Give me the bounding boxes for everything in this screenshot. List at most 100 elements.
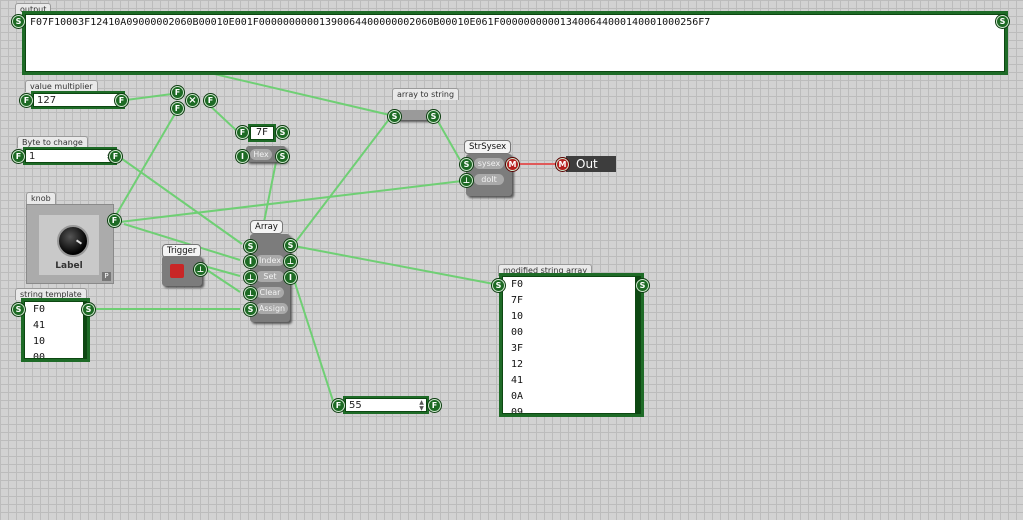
hex-inlet[interactable]: I bbox=[236, 150, 249, 163]
value-multiplier-outlet[interactable]: F bbox=[115, 94, 128, 107]
value-multiplier-value: 127 bbox=[37, 95, 57, 106]
string-template-outlet[interactable]: S bbox=[82, 303, 95, 316]
strsysex-inlet-doit[interactable]: ⊥ bbox=[460, 174, 473, 187]
hex-outlet[interactable]: S bbox=[276, 150, 289, 163]
trigger-node: Trigger ⊥ bbox=[160, 244, 212, 288]
strsysex-inlet-sysex[interactable]: S bbox=[460, 158, 473, 171]
output-textbox[interactable]: F07F10003F12410A09000002060B00010E001F00… bbox=[22, 11, 1008, 75]
hex-display-outlet[interactable]: S bbox=[276, 126, 289, 139]
array-outlet-int[interactable]: I bbox=[284, 271, 297, 284]
multiply-operator-icon: × bbox=[186, 94, 199, 107]
array-inlet-clear[interactable]: ⊥ bbox=[244, 287, 257, 300]
result-field[interactable]: 55 ▲▼ bbox=[343, 396, 429, 414]
output-string-outlet[interactable]: S bbox=[996, 15, 1009, 28]
byte-to-change-inlet[interactable]: F bbox=[12, 150, 25, 163]
strsysex-outlet-midi[interactable]: M bbox=[506, 158, 519, 171]
wire bbox=[125, 93, 173, 101]
list-item: 41 bbox=[511, 375, 524, 386]
value-multiplier-inlet[interactable]: F bbox=[20, 94, 33, 107]
array-pin-assign: Assign bbox=[256, 303, 288, 314]
array-inlet-string[interactable]: S bbox=[244, 240, 257, 253]
list-item: 7F bbox=[511, 295, 524, 306]
midi-out-node: M Out bbox=[554, 156, 620, 174]
array-outlet-trigger[interactable]: ⊥ bbox=[284, 255, 297, 268]
list-item: F0 bbox=[33, 304, 46, 315]
value-multiplier-field[interactable]: 127 ▲▼ bbox=[31, 91, 125, 109]
array-outlet-string[interactable]: S bbox=[284, 239, 297, 252]
trigger-button[interactable] bbox=[170, 264, 184, 278]
value-multiplier-label: value multiplier bbox=[25, 80, 98, 92]
result-value: 55 bbox=[349, 400, 362, 411]
modified-string-array-inlet[interactable]: S bbox=[492, 279, 505, 292]
output-string-inlet[interactable]: S bbox=[12, 15, 25, 28]
string-template-node: string template S F0 41 10 00 S bbox=[10, 288, 100, 362]
array-to-string-label: array to string bbox=[392, 88, 460, 100]
wire bbox=[435, 117, 461, 161]
wire bbox=[111, 111, 177, 223]
wire bbox=[293, 117, 391, 245]
list-item: 09 bbox=[511, 407, 524, 414]
byte-to-change-field[interactable]: 1 ▲▼ bbox=[23, 147, 117, 165]
modified-string-array-outlet[interactable]: S bbox=[636, 279, 649, 292]
modified-string-array-label: modified string array bbox=[498, 264, 593, 276]
hex-label: Hex bbox=[250, 149, 272, 160]
wire bbox=[119, 180, 463, 223]
knob-frame: Label P bbox=[26, 204, 114, 284]
array-pin-index: Index bbox=[256, 255, 284, 266]
list-item: F0 bbox=[511, 279, 524, 290]
array-inlet-set[interactable]: ⊥ bbox=[244, 271, 257, 284]
knob-indicator bbox=[75, 239, 83, 245]
multiply-outlet[interactable]: F bbox=[204, 94, 217, 107]
result-outlet[interactable]: F bbox=[428, 399, 441, 412]
array-to-string-outlet[interactable]: S bbox=[427, 110, 440, 123]
hex-display-inlet[interactable]: F bbox=[236, 126, 249, 139]
wire bbox=[117, 155, 243, 245]
string-template-inlet[interactable]: S bbox=[12, 303, 25, 316]
midi-out-label: Out bbox=[566, 156, 616, 172]
byte-to-change-label: Byte to change bbox=[17, 136, 88, 148]
string-template-list[interactable]: F0 41 10 00 bbox=[21, 298, 90, 362]
output-value: F07F10003F12410A09000002060B00010E001F00… bbox=[30, 17, 711, 28]
array-to-string-body bbox=[396, 110, 436, 120]
knob-dial[interactable] bbox=[57, 225, 89, 257]
trigger-outlet[interactable]: ⊥ bbox=[194, 263, 207, 276]
array-pin-clear: Clear bbox=[256, 287, 284, 298]
array-inlet-index[interactable]: I bbox=[244, 255, 257, 268]
list-item: 00 bbox=[511, 327, 524, 338]
list-item: 3F bbox=[511, 343, 524, 354]
modified-string-array-node: modified string array S F0 7F 10 00 3F 1… bbox=[488, 264, 650, 420]
hex-display-value: 7F bbox=[255, 127, 269, 138]
byte-to-change-node: Byte to change F 1 ▲▼ F bbox=[10, 136, 125, 166]
wire bbox=[293, 245, 495, 285]
wire bbox=[263, 161, 277, 223]
strsysex-pin-doit: doIt bbox=[474, 174, 504, 185]
knob-corner-mark: P bbox=[102, 272, 111, 281]
list-item: 0A bbox=[511, 391, 524, 402]
list-item: 12 bbox=[511, 359, 524, 370]
array-node: Array S S I Index ⊥ ⊥ Set I ⊥ Clear S As… bbox=[240, 220, 304, 324]
multiply-node: F F × F bbox=[168, 84, 220, 118]
result-inlet[interactable]: F bbox=[332, 399, 345, 412]
strsysex-node: StrSysex S sysex M ⊥ doIt bbox=[460, 140, 520, 198]
array-to-string-inlet[interactable]: S bbox=[388, 110, 401, 123]
array-inlet-assign[interactable]: S bbox=[244, 303, 257, 316]
strsysex-label: StrSysex bbox=[464, 140, 512, 154]
knob-outlet[interactable]: F bbox=[108, 214, 121, 227]
string-template-label: string template bbox=[15, 288, 87, 300]
byte-to-change-outlet[interactable]: F bbox=[109, 150, 122, 163]
multiply-inlet-a[interactable]: F bbox=[171, 86, 184, 99]
knob-node: knob Label P F bbox=[26, 192, 121, 284]
array-to-string-node: array to string S S bbox=[384, 88, 460, 124]
knob-label: knob bbox=[26, 192, 56, 204]
modified-string-array-list[interactable]: F0 7F 10 00 3F 12 41 0A 09 bbox=[499, 273, 644, 417]
output-label: output bbox=[15, 3, 52, 15]
value-multiplier-node: value multiplier F 127 ▲▼ F bbox=[18, 80, 130, 110]
result-node: F 55 ▲▼ F bbox=[330, 396, 442, 416]
array-pin-set: Set bbox=[256, 271, 284, 282]
midi-out-inlet[interactable]: M bbox=[556, 158, 569, 171]
knob-caption: Label bbox=[55, 261, 83, 271]
result-spinner[interactable]: ▲▼ bbox=[419, 399, 424, 412]
hex-node: F 7F S I Hex S bbox=[230, 124, 292, 166]
multiply-inlet-b[interactable]: F bbox=[171, 102, 184, 115]
